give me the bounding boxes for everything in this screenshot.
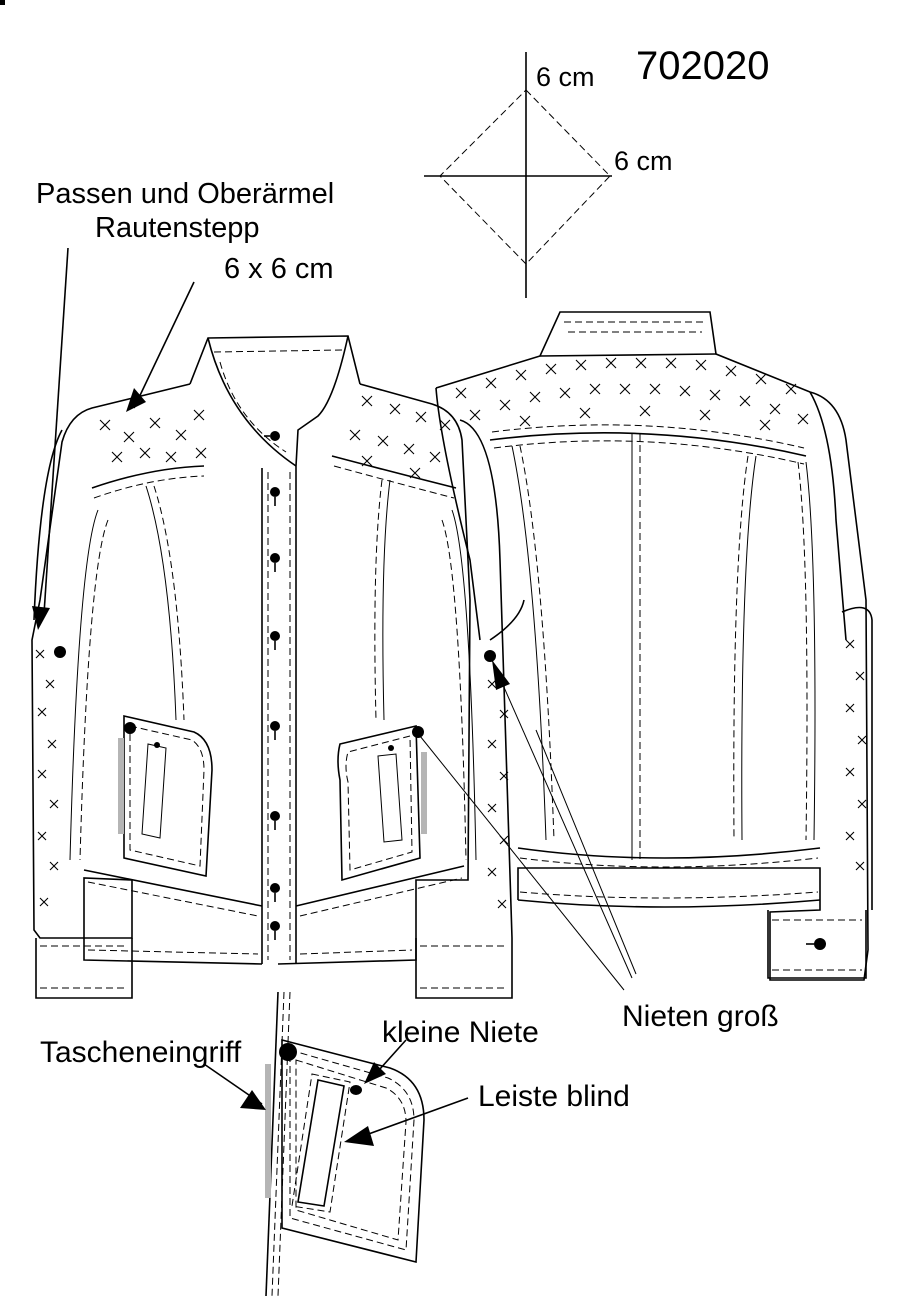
leader-lines — [32, 247, 637, 1146]
quilt-diamond-diagram — [424, 52, 612, 298]
pocket-opening-annotation: Tascheneingriff — [40, 1036, 242, 1069]
rivets-large-annotation: Nieten groß — [622, 1000, 779, 1033]
corner-mark — [0, 0, 5, 5]
quilting-annotation-line1: Passen und Oberärmel — [36, 178, 335, 210]
quilting-annotation-line3: 6 x 6 cm — [224, 253, 334, 285]
jacket-front-view — [31, 335, 513, 999]
quilting-annotation-line2: Rautenstepp — [95, 212, 260, 244]
jacket-back-view — [435, 311, 873, 981]
model-number: 702020 — [636, 44, 770, 88]
quilt-horizontal-dimension: 6 cm — [614, 146, 673, 176]
rivet-small-annotation: kleine Niete — [382, 1016, 539, 1049]
pocket-detail — [265, 991, 425, 1297]
welt-blind-annotation: Leiste blind — [478, 1080, 630, 1113]
quilt-vertical-dimension: 6 cm — [536, 62, 595, 92]
